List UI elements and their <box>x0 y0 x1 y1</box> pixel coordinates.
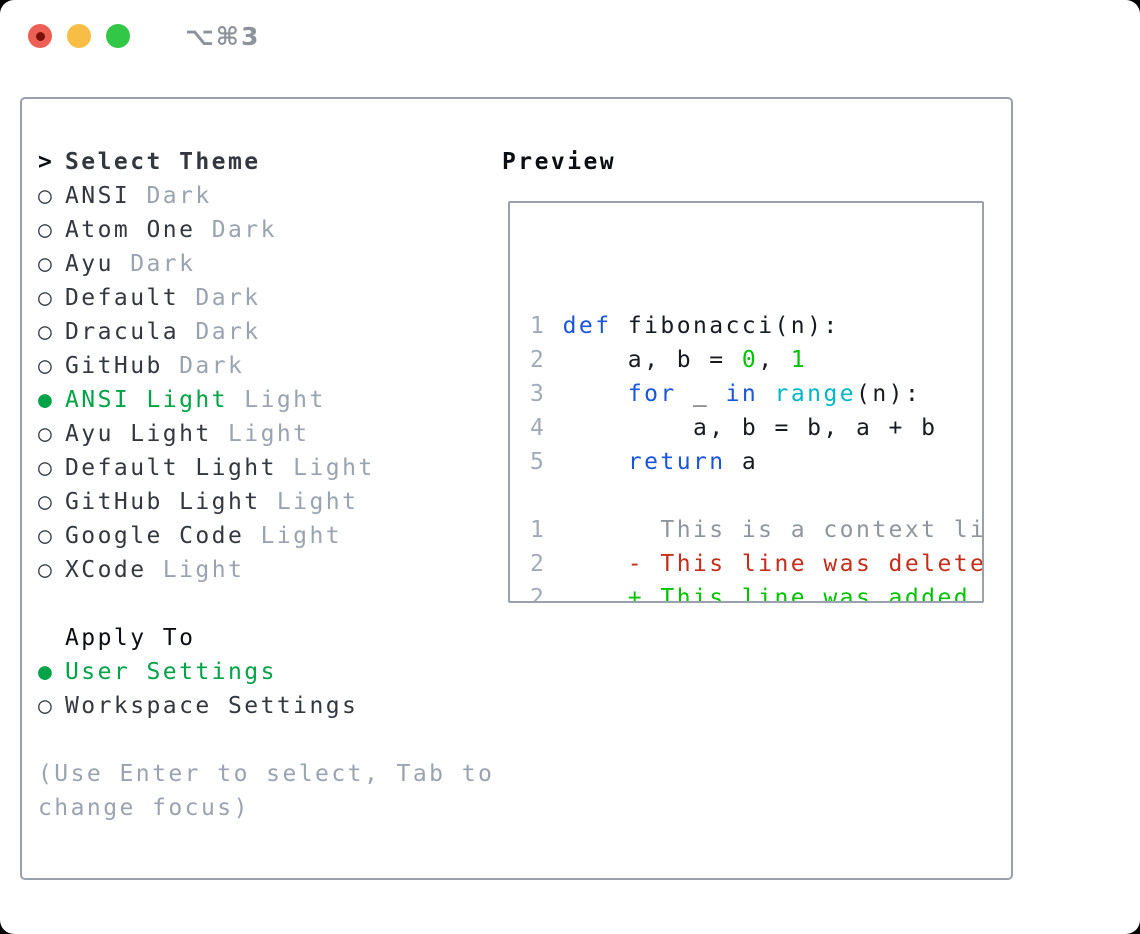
theme-option-atom-one[interactable]: ○ Atom One Dark <box>38 213 494 247</box>
option-variant-tag: Light <box>146 557 245 583</box>
radio-icon: ○ <box>38 251 55 277</box>
theme-option-ayu-light[interactable]: ○ Ayu Light Light <box>38 417 494 451</box>
option-label: GitHub <box>65 353 163 379</box>
radio-icon: ○ <box>38 353 55 379</box>
theme-option-ansi[interactable]: ○ ANSI Dark <box>38 179 494 213</box>
code-line: 5 return a <box>530 449 759 475</box>
option-label: User Settings <box>65 659 277 685</box>
theme-option-ayu[interactable]: ○ Ayu Dark <box>38 247 494 281</box>
empty-marker <box>38 621 65 655</box>
theme-option-github-light[interactable]: ○ GitHub Light Light <box>38 485 494 519</box>
theme-picker-panel: > Select Theme ○ ANSI Dark ○ Atom One Dark … <box>20 97 1013 880</box>
option-label: Default Light <box>65 455 277 481</box>
apply-to-label: Apply To <box>65 625 196 651</box>
option-label: ANSI Light <box>65 387 228 413</box>
option-label: Ayu <box>65 251 114 277</box>
code-preview: 1 def fibonacci(n): 2 a, b = 0, 1 3 for _ … <box>530 309 984 603</box>
theme-option-github[interactable]: ○ GitHub Dark <box>38 349 494 383</box>
option-label: Ayu Light <box>65 421 212 447</box>
code-line: 1 def fibonacci(n): <box>530 313 840 339</box>
option-variant-tag: Dark <box>195 217 277 243</box>
option-label: GitHub Light <box>65 489 261 515</box>
option-variant-tag: Dark <box>179 319 261 345</box>
close-dot-icon <box>35 31 45 41</box>
radio-icon: ● <box>38 659 55 685</box>
radio-icon: ○ <box>38 693 55 719</box>
radio-icon: ○ <box>38 523 55 549</box>
preview-box: 1 def fibonacci(n): 2 a, b = 0, 1 3 for _ … <box>508 201 984 603</box>
spacer <box>38 587 494 621</box>
theme-option-dracula[interactable]: ○ Dracula Dark <box>38 315 494 349</box>
option-variant-tag: Light <box>276 455 375 481</box>
code-line: 2 + This line was added. <box>530 585 984 603</box>
option-label: ANSI <box>65 183 131 209</box>
theme-option-google-code[interactable]: ○ Google Code Light <box>38 519 494 553</box>
prompt-icon: > <box>38 149 55 175</box>
radio-icon: ○ <box>38 183 55 209</box>
radio-icon: ○ <box>38 217 55 243</box>
preview-heading: Preview <box>502 149 617 175</box>
close-button[interactable] <box>28 24 52 48</box>
code-line: 1 This is a context line. <box>530 517 984 543</box>
usage-hint: (Use Enter to select, Tab to change focus… <box>38 757 494 825</box>
option-variant-tag: Light <box>244 523 343 549</box>
option-label: Google Code <box>65 523 245 549</box>
option-variant-tag: Light <box>211 421 310 447</box>
option-variant-tag: Dark <box>162 353 245 379</box>
theme-option-ansi-light[interactable]: ● ANSI Light Light <box>38 383 494 417</box>
radio-icon: ○ <box>38 319 55 345</box>
spacer <box>38 723 494 757</box>
theme-list-panel: > Select Theme ○ ANSI Dark ○ Atom One Dark … <box>38 145 494 825</box>
radio-icon: ○ <box>38 421 55 447</box>
code-line: 3 for _ in range(n): <box>530 381 922 407</box>
code-line: 4 a, b = b, a + b <box>530 415 938 441</box>
option-label: XCode <box>65 557 147 583</box>
keyboard-shortcut-label: ⌥⌘3 <box>185 21 261 51</box>
heading-label: Select Theme <box>65 149 261 175</box>
code-line: 2 a, b = 0, 1 <box>530 347 808 373</box>
option-variant-tag: Dark <box>113 251 196 277</box>
radio-icon: ○ <box>38 285 55 311</box>
apply-option-workspace-settings[interactable]: ○ Workspace Settings <box>38 689 494 723</box>
theme-list: ○ ANSI Dark ○ Atom One Dark ○ Ayu Dark ○ Def… <box>38 179 494 587</box>
theme-option-xcode[interactable]: ○ XCode Light <box>38 553 494 587</box>
option-label: Workspace Settings <box>65 693 359 719</box>
apply-option-user-settings[interactable]: ● User Settings <box>38 655 494 689</box>
theme-option-default-light[interactable]: ○ Default Light Light <box>38 451 494 485</box>
code-line: 2 - This line was deleted. <box>530 551 984 577</box>
minimize-button[interactable] <box>67 24 91 48</box>
hint-line: change focus) <box>38 795 250 821</box>
apply-to-heading: Apply To <box>38 621 494 655</box>
radio-icon: ● <box>38 387 55 413</box>
zoom-button[interactable] <box>106 24 130 48</box>
option-variant-tag: Light <box>227 387 326 413</box>
option-variant-tag: Light <box>260 489 359 515</box>
option-label: Atom One <box>65 217 196 243</box>
radio-icon: ○ <box>38 489 55 515</box>
option-variant-tag: Dark <box>130 183 212 209</box>
theme-option-default[interactable]: ○ Default Dark <box>38 281 494 315</box>
hint-line: (Use Enter to select, Tab to <box>38 761 495 787</box>
radio-icon: ○ <box>38 455 55 481</box>
title-bar: ⌥⌘3 <box>0 0 1140 72</box>
option-label: Default <box>65 285 180 311</box>
select-theme-heading: > Select Theme <box>38 145 494 179</box>
option-label: Dracula <box>65 319 180 345</box>
option-variant-tag: Dark <box>179 285 261 311</box>
code-line <box>530 479 982 513</box>
radio-icon: ○ <box>38 557 55 583</box>
apply-to-list: ● User Settings ○ Workspace Settings <box>38 655 494 723</box>
